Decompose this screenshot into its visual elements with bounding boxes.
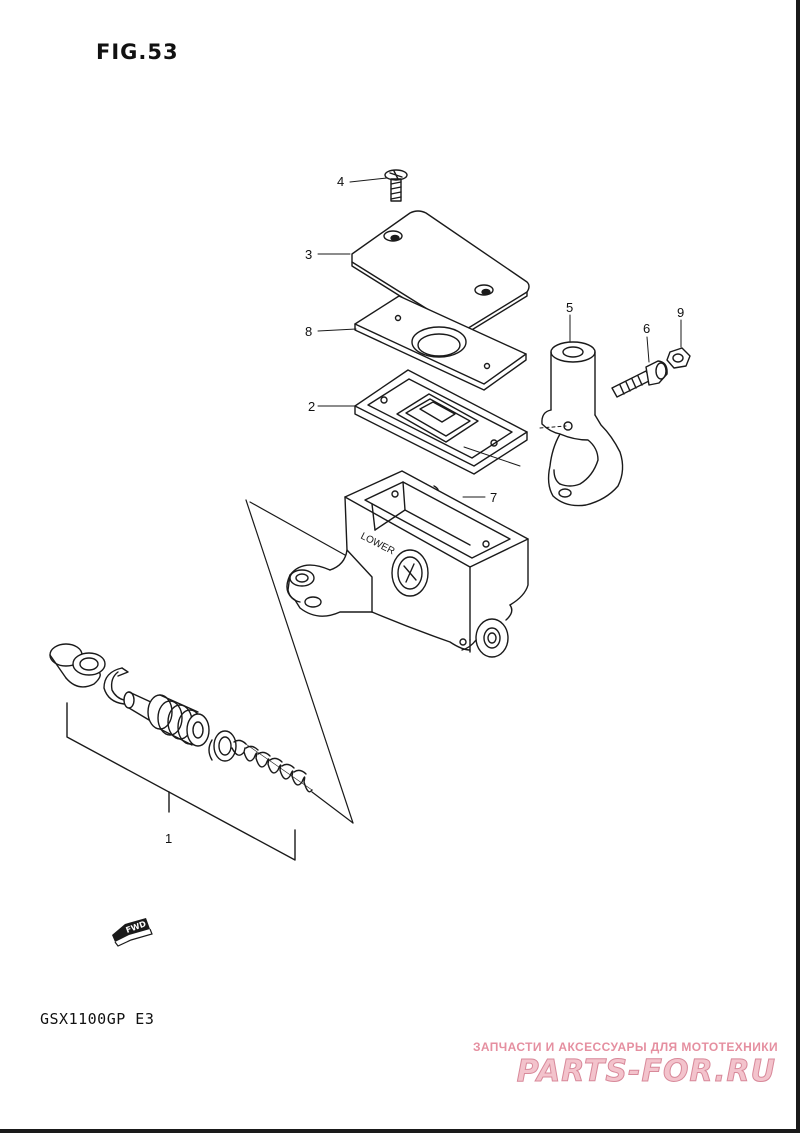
callout-9: 9 xyxy=(677,305,684,320)
callout-numbers: 1 2 3 4 5 6 7 8 9 xyxy=(165,174,684,846)
watermark-tagline: ЗАПЧАСТИ И АКСЕССУАРЫ ДЛЯ МОТОТЕХНИКИ xyxy=(472,1040,778,1054)
callout-3: 3 xyxy=(305,247,312,262)
callout-4: 4 xyxy=(337,174,344,189)
master-cylinder-body xyxy=(286,470,529,658)
assembly-guide-lines xyxy=(245,499,354,824)
fwd-direction-arrow: FWD xyxy=(112,918,153,947)
part-8-plate xyxy=(354,295,527,391)
figure-title: FIG.53 xyxy=(96,40,179,64)
callout-2: 2 xyxy=(308,399,315,414)
model-code: GSX1100GP E3 xyxy=(40,1010,155,1028)
part-4-screw xyxy=(384,169,408,202)
watermark-logo: PARTS-FOR.RU xyxy=(516,1054,776,1090)
callout-5: 5 xyxy=(566,300,573,315)
callout-8: 8 xyxy=(305,324,312,339)
leader-lines xyxy=(317,177,682,498)
part-9-nut xyxy=(666,347,691,369)
part-6-bolt xyxy=(611,360,668,398)
callout-6: 6 xyxy=(643,321,650,336)
part-2-diaphragm xyxy=(354,369,528,475)
callout-7: 7 xyxy=(490,490,497,505)
kit-bracket xyxy=(66,702,296,861)
part-5-clamp xyxy=(541,341,624,507)
piston-assembly xyxy=(49,643,313,793)
callout-1: 1 xyxy=(165,831,172,846)
housing-marking: LOWER xyxy=(359,531,397,557)
